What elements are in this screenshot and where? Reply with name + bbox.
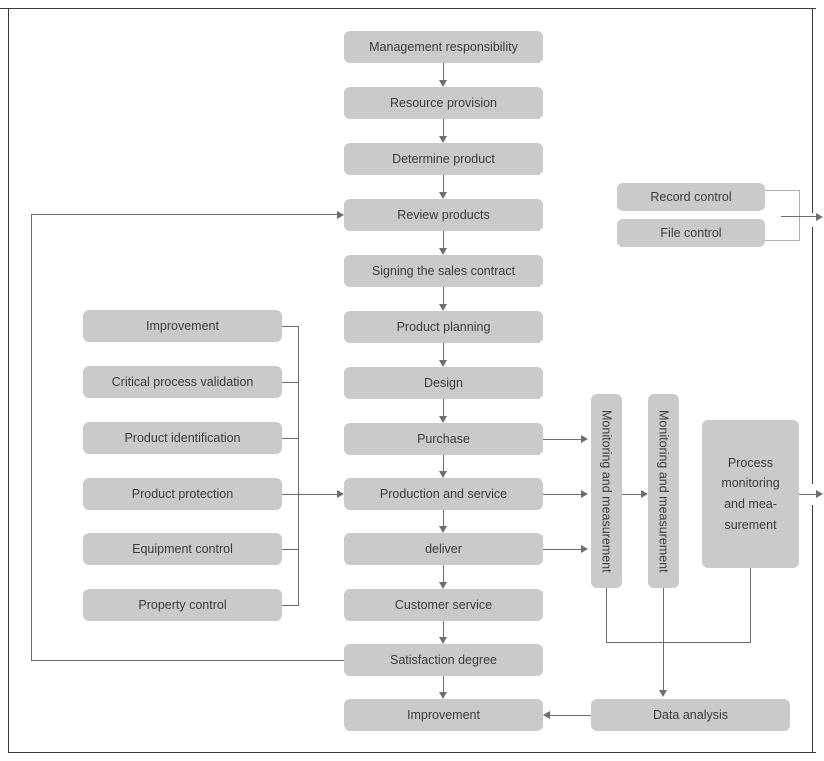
node-process-monitoring-and-measurement[interactable]: Process monitoring and mea- surement xyxy=(702,420,799,568)
node-critical-process-validation[interactable]: Critical process validation xyxy=(83,366,282,398)
connector-production-to-deliver xyxy=(443,510,444,526)
drop-monitoring2-to-data-analysis xyxy=(663,588,664,692)
drop-monitoring1-to-bus xyxy=(606,588,607,642)
node-file-control[interactable]: File control xyxy=(617,219,765,247)
node-customer-service[interactable]: Customer service xyxy=(344,589,543,621)
arrowhead-production-to-deliver xyxy=(439,526,447,533)
feedback-line-left xyxy=(31,214,32,660)
page-frame-right-lower xyxy=(812,505,813,753)
stub-equipment-control xyxy=(282,549,299,550)
node-product-planning[interactable]: Product planning xyxy=(344,311,543,343)
connector-purchase-to-monitoring1 xyxy=(543,439,581,440)
feedback-line-top xyxy=(31,214,337,215)
page-frame-top xyxy=(0,8,816,9)
connector-planning-to-design xyxy=(443,343,444,360)
connector-satisfaction-to-improvement xyxy=(443,676,444,692)
arrowhead-deliver-to-customer-service xyxy=(439,582,447,589)
stub-record-control xyxy=(765,190,800,191)
node-review-products[interactable]: Review products xyxy=(344,199,543,231)
page-frame-left xyxy=(8,8,9,753)
connector-design-to-purchase xyxy=(443,399,444,416)
node-resource-provision[interactable]: Resource provision xyxy=(344,87,543,119)
connector-management-to-resource xyxy=(443,63,444,80)
stub-improvement-support xyxy=(282,326,299,327)
document-control-bus-vertical xyxy=(799,190,800,241)
node-improvement-support[interactable]: Improvement xyxy=(83,310,282,342)
connector-monitoring1-to-monitoring2 xyxy=(622,494,641,495)
arrowhead-customer-service-to-satisfaction xyxy=(439,637,447,644)
arrowhead-production-to-monitoring1 xyxy=(581,490,588,498)
arrowhead-determine-to-review xyxy=(439,192,447,199)
node-improvement-main[interactable]: Improvement xyxy=(344,699,543,731)
node-property-control[interactable]: Property control xyxy=(83,589,282,621)
arrowhead-support-to-production xyxy=(337,490,344,498)
node-determine-product[interactable]: Determine product xyxy=(344,143,543,175)
connector-customer-service-to-satisfaction xyxy=(443,621,444,637)
stub-critical-process-validation xyxy=(282,382,299,383)
bottom-merge-bus xyxy=(606,642,751,643)
arrowhead-bus-to-data-analysis xyxy=(659,690,667,697)
support-bus-to-production xyxy=(282,494,337,495)
arrowhead-resource-to-determine xyxy=(439,136,447,143)
node-production-and-service[interactable]: Production and service xyxy=(344,478,543,510)
arrowhead-design-to-purchase xyxy=(439,416,447,423)
page-frame-right-middle xyxy=(812,227,813,484)
node-monitoring-and-measurement-2[interactable]: Monitoring and measurement xyxy=(648,394,679,588)
connector-data-analysis-to-improvement xyxy=(550,715,591,716)
node-record-control[interactable]: Record control xyxy=(617,183,765,211)
node-design[interactable]: Design xyxy=(344,367,543,399)
connector-deliver-to-monitoring1 xyxy=(543,549,581,550)
connector-deliver-to-customer-service xyxy=(443,565,444,582)
arrowhead-signing-to-planning xyxy=(439,304,447,311)
drop-process-monitoring-to-bus xyxy=(750,568,751,642)
node-equipment-control[interactable]: Equipment control xyxy=(83,533,282,565)
node-signing-the-sales-contract[interactable]: Signing the sales contract xyxy=(344,255,543,287)
node-product-identification[interactable]: Product identification xyxy=(83,422,282,454)
stub-product-identification xyxy=(282,438,299,439)
node-monitoring-and-measurement-1[interactable]: Monitoring and measurement xyxy=(591,394,622,588)
arrowhead-management-to-resource xyxy=(439,80,447,87)
node-product-protection[interactable]: Product protection xyxy=(83,478,282,510)
arrowhead-process-monitoring-exit xyxy=(816,490,823,498)
connector-review-to-signing xyxy=(443,231,444,248)
arrowhead-document-control-exit xyxy=(816,213,823,221)
document-control-bus-exit xyxy=(781,216,817,217)
arrowhead-feedback-to-review-products xyxy=(337,211,344,219)
arrowhead-satisfaction-to-improvement xyxy=(439,692,447,699)
connector-resource-to-determine xyxy=(443,119,444,136)
feedback-line-bottom xyxy=(31,660,344,661)
connector-determine-to-review xyxy=(443,175,444,192)
node-data-analysis[interactable]: Data analysis xyxy=(591,699,790,731)
connector-purchase-to-production xyxy=(443,455,444,471)
stub-file-control xyxy=(765,240,800,241)
support-bus-vertical xyxy=(298,326,299,605)
stub-property-control xyxy=(282,605,299,606)
node-purchase[interactable]: Purchase xyxy=(344,423,543,455)
arrowhead-review-to-signing xyxy=(439,248,447,255)
connector-signing-to-planning xyxy=(443,287,444,304)
arrowhead-data-analysis-to-improvement xyxy=(543,711,550,719)
page-frame-bottom xyxy=(8,752,816,753)
arrowhead-deliver-to-monitoring1 xyxy=(581,545,588,553)
node-satisfaction-degree[interactable]: Satisfaction degree xyxy=(344,644,543,676)
arrowhead-planning-to-design xyxy=(439,360,447,367)
page-frame-right-upper xyxy=(812,8,813,213)
arrowhead-monitoring1-to-monitoring2 xyxy=(641,490,648,498)
node-management-responsibility[interactable]: Management responsibility xyxy=(344,31,543,63)
arrowhead-purchase-to-production xyxy=(439,471,447,478)
node-deliver[interactable]: deliver xyxy=(344,533,543,565)
connector-production-to-monitoring1 xyxy=(543,494,581,495)
connector-process-monitoring-exit xyxy=(799,494,817,495)
arrowhead-purchase-to-monitoring1 xyxy=(581,435,588,443)
